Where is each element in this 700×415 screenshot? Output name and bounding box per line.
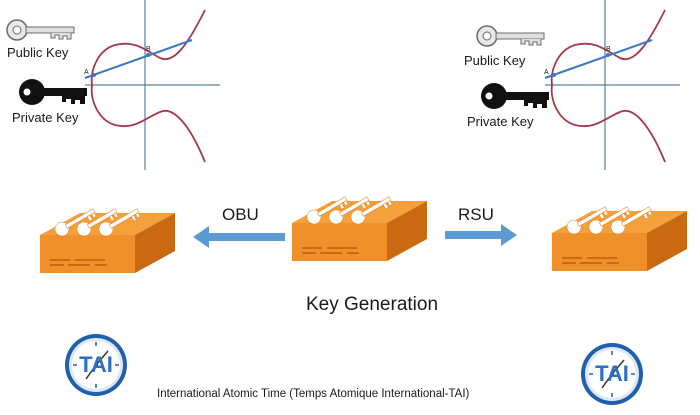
point-a-label: A [84, 69, 89, 76]
point-a-label: A [544, 69, 549, 76]
public-key-icon [6, 19, 75, 41]
private-key-icon [19, 79, 87, 105]
public-key-label: Public Key [464, 53, 526, 68]
tai-clock-left: TAI [64, 333, 128, 397]
public-key-icon [476, 25, 545, 47]
key-box-icon-right [552, 201, 688, 272]
public-key-label: Public Key [7, 45, 69, 60]
secant-line [544, 39, 653, 79]
curve-panel-right: A B Public Key Private Key [460, 0, 690, 175]
tai-clock-text: TAI [79, 352, 113, 377]
private-key-label: Private Key [467, 114, 534, 129]
key-generation-title: Key Generation [306, 294, 439, 315]
tai-clock-text: TAI [595, 361, 629, 386]
secant-line [84, 39, 193, 79]
left-arrow [193, 226, 285, 248]
private-key-icon [481, 83, 549, 109]
point-a [92, 73, 96, 77]
curve-panel-left: A B Public Key Private Key [0, 0, 230, 175]
right-arrow [445, 224, 517, 246]
tai-clock-right: TAI [580, 342, 644, 406]
private-key-label: Private Key [12, 110, 79, 125]
point-a [552, 73, 556, 77]
point-b-label: B [146, 46, 151, 53]
elliptic-curve-graph: A B [544, 0, 680, 170]
elliptic-curve [90, 9, 206, 163]
rsu-label: RSU [458, 205, 494, 224]
key-box-icon-left [40, 203, 176, 274]
elliptic-curve-graph: A B [84, 0, 220, 170]
point-b [606, 53, 610, 57]
obu-label: OBU [222, 205, 259, 224]
key-box-icon-center [292, 191, 428, 262]
elliptic-curve [550, 9, 666, 163]
point-b-label: B [606, 46, 611, 53]
tai-caption: International Atomic Time (Temps Atomiqu… [157, 388, 470, 400]
point-b [146, 53, 150, 57]
